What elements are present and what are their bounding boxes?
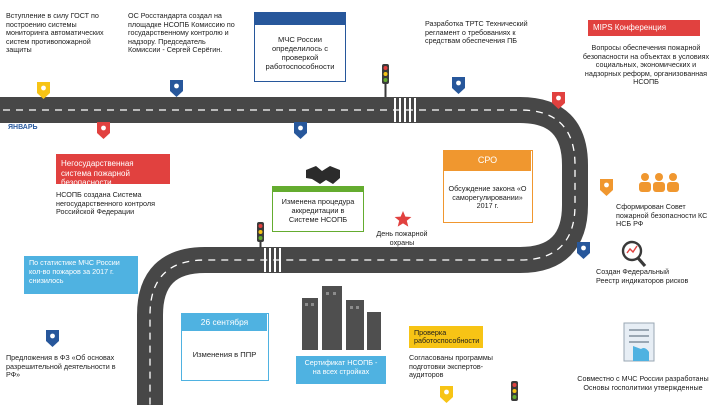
event-accred-box: Изменена процедура аккредитации в Систем… (272, 186, 364, 232)
event-mchs-check-text: МЧС России определилось с проверкой рабо… (265, 35, 335, 71)
event-experts-title: Проверка работоспособности (409, 326, 483, 348)
crosswalk-1 (394, 98, 416, 122)
people-group-icon (639, 173, 679, 192)
map-pin-icon (294, 122, 307, 139)
event-fz-text: Предложения в ФЗ «Об основах разрешитель… (6, 353, 116, 380)
map-pin-icon (452, 77, 465, 94)
event-gost-text: Вступление в силу ГОСТ по построению сис… (6, 11, 104, 55)
traffic-light-icon (257, 222, 264, 248)
event-council-text: Сформирован Совет пожарной безопасности … (616, 202, 708, 229)
document-icon (623, 322, 655, 362)
star-icon (394, 211, 412, 227)
map-pin-icon (46, 330, 59, 347)
month-label: ЯНВАРЬ (8, 124, 38, 131)
event-sept-text: Изменения в ППР (192, 350, 257, 359)
map-pin-icon (37, 82, 50, 99)
event-sept-title: 26 сентября (182, 314, 267, 331)
event-mips-title: MIPS Конференция (588, 20, 700, 36)
map-pin-icon (552, 92, 565, 109)
event-os-rosstandart-text: ОС Росстандарта создал на площадке НСОПБ… (128, 11, 235, 55)
event-sro-title: СРО (444, 151, 531, 171)
map-pin-icon (440, 386, 453, 403)
event-mips-text: Вопросы обеспечения пожарной безопасност… (582, 43, 710, 87)
map-pin-icon (577, 242, 590, 259)
event-trts-text: Разработка ТРТС Технический регламент о … (425, 19, 528, 46)
event-negos-text: НСОПБ создана Система негосударственного… (56, 190, 155, 217)
event-accred-text: Изменена процедура аккредитации в Систем… (281, 197, 355, 224)
handshake-icon (306, 166, 340, 184)
magnifier-icon (621, 240, 647, 268)
crosswalk-2 (264, 248, 281, 272)
road (0, 97, 588, 405)
map-pin-icon (600, 179, 613, 196)
buildings-icon (302, 286, 381, 350)
event-cert-box: Сертификат НСОПБ - на всех стройках (296, 356, 386, 384)
event-fires-stat-box: По статистике МЧС России кол-во пожаров … (24, 256, 138, 294)
event-sro-box: СРО Обсуждение закона «О саморегулирован… (443, 150, 533, 223)
event-fire-day-text: День пожарной охраны (376, 229, 428, 247)
event-gospolitics-text: Совместно с МЧС России разработаны Основ… (577, 374, 709, 392)
event-sept-box: 26 сентября Изменения в ППР (181, 313, 269, 381)
map-pin-icon (170, 80, 183, 97)
event-registry-text: Создан Федеральный Реестр индикаторов ри… (596, 267, 689, 285)
event-sro-text: Обсуждение закона «О саморегулировании» … (448, 184, 527, 211)
event-experts-text: Согласованы программы подготовки эксперт… (409, 353, 493, 380)
map-pin-icon (97, 122, 110, 139)
event-mchs-check-box: МЧС России определилось с проверкой рабо… (254, 12, 346, 82)
traffic-light-icon (511, 381, 518, 401)
traffic-light-icon (382, 64, 389, 97)
event-negos-title: Негосударственная система пожарной безоп… (56, 154, 170, 187)
